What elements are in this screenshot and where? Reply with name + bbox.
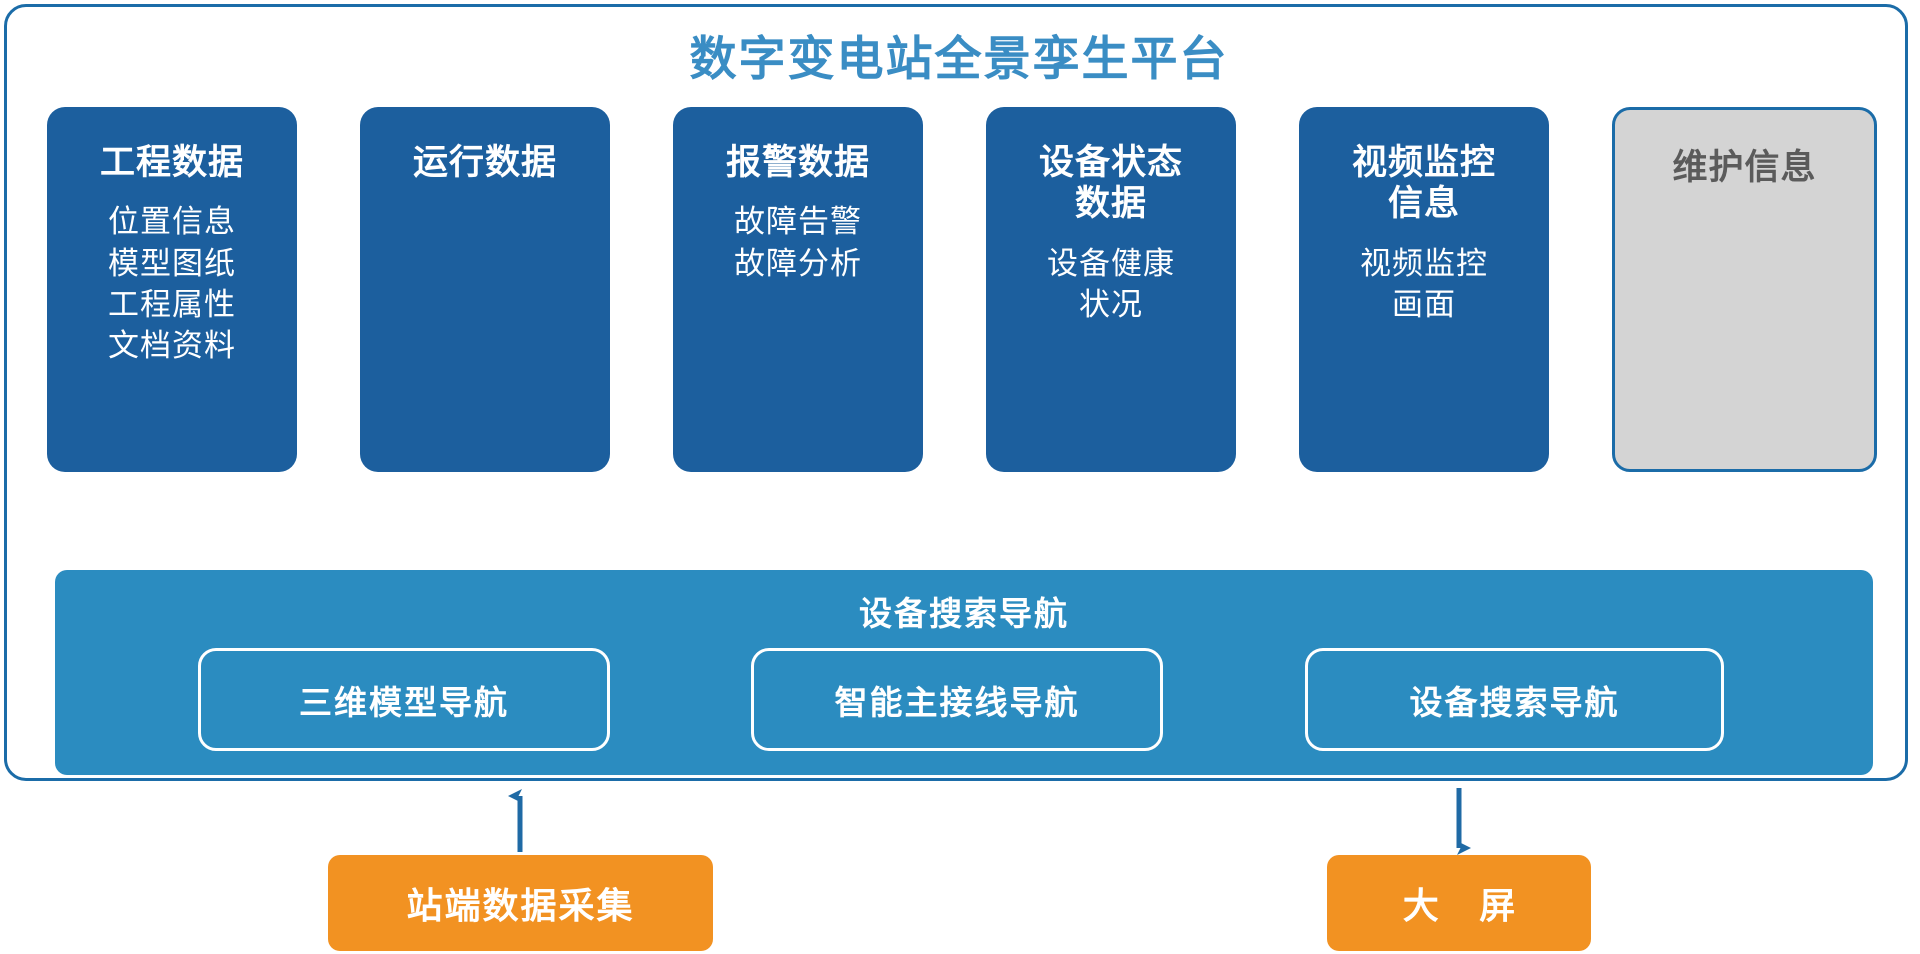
data-card-maintenance[interactable]: 维护信息 [1612,107,1877,472]
nav-pill-device-search[interactable]: 设备搜索导航 [1305,648,1724,751]
card-item: 设备健康 [1047,245,1175,282]
card-item-list: 视频监控 画面 [1299,244,1549,326]
station-data-collection-box[interactable]: 站端数据采集 [328,855,713,951]
platform-frame: 数字变电站全景孪生平台 工程数据 位置信息 模型图纸 工程属性 文档资料 运行数… [4,4,1908,781]
card-item: 画面 [1392,286,1456,323]
card-item: 状况 [1079,286,1143,323]
nav-band-title: 设备搜索导航 [859,594,1069,633]
nav-pill-3d-model[interactable]: 三维模型导航 [198,648,610,751]
device-search-nav-band: 设备搜索导航 三维模型导航 智能主接线导航 设备搜索导航 [55,570,1873,775]
nav-pill-smart-main-wiring[interactable]: 智能主接线导航 [751,648,1163,751]
card-item-list: 故障告警 故障分析 [673,202,923,284]
card-item: 故障分析 [734,245,862,282]
data-card-row: 工程数据 位置信息 模型图纸 工程属性 文档资料 运行数据 报警数据 故障告警 … [47,107,1877,477]
card-item: 模型图纸 [108,245,236,282]
card-title: 报警数据 [725,143,870,183]
page-title: 数字变电站全景孪生平台 [689,32,1229,87]
card-item-list: 位置信息 模型图纸 工程属性 文档资料 [47,202,297,367]
data-card-engineering[interactable]: 工程数据 位置信息 模型图纸 工程属性 文档资料 [47,107,297,472]
card-title: 工程数据 [99,143,244,183]
data-card-operation[interactable]: 运行数据 [360,107,610,472]
card-title: 维护信息 [1672,148,1817,188]
card-item: 故障告警 [734,204,862,241]
card-item: 工程属性 [108,286,236,323]
card-title: 视频监控 信息 [1351,143,1496,225]
data-card-device-status[interactable]: 设备状态 数据 设备健康 状况 [986,107,1236,472]
card-title: 设备状态 数据 [1038,143,1183,225]
card-item: 位置信息 [108,204,236,241]
card-item: 文档资料 [108,327,236,364]
large-screen-box[interactable]: 大 屏 [1327,855,1591,951]
nav-pill-group: 三维模型导航 智能主接线导航 设备搜索导航 [55,648,1873,756]
data-card-alarm[interactable]: 报警数据 故障告警 故障分析 [673,107,923,472]
card-item-list: 设备健康 状况 [986,244,1236,326]
card-item: 视频监控 [1360,245,1488,282]
data-card-video-monitor[interactable]: 视频监控 信息 视频监控 画面 [1299,107,1549,472]
card-title: 运行数据 [412,143,557,183]
